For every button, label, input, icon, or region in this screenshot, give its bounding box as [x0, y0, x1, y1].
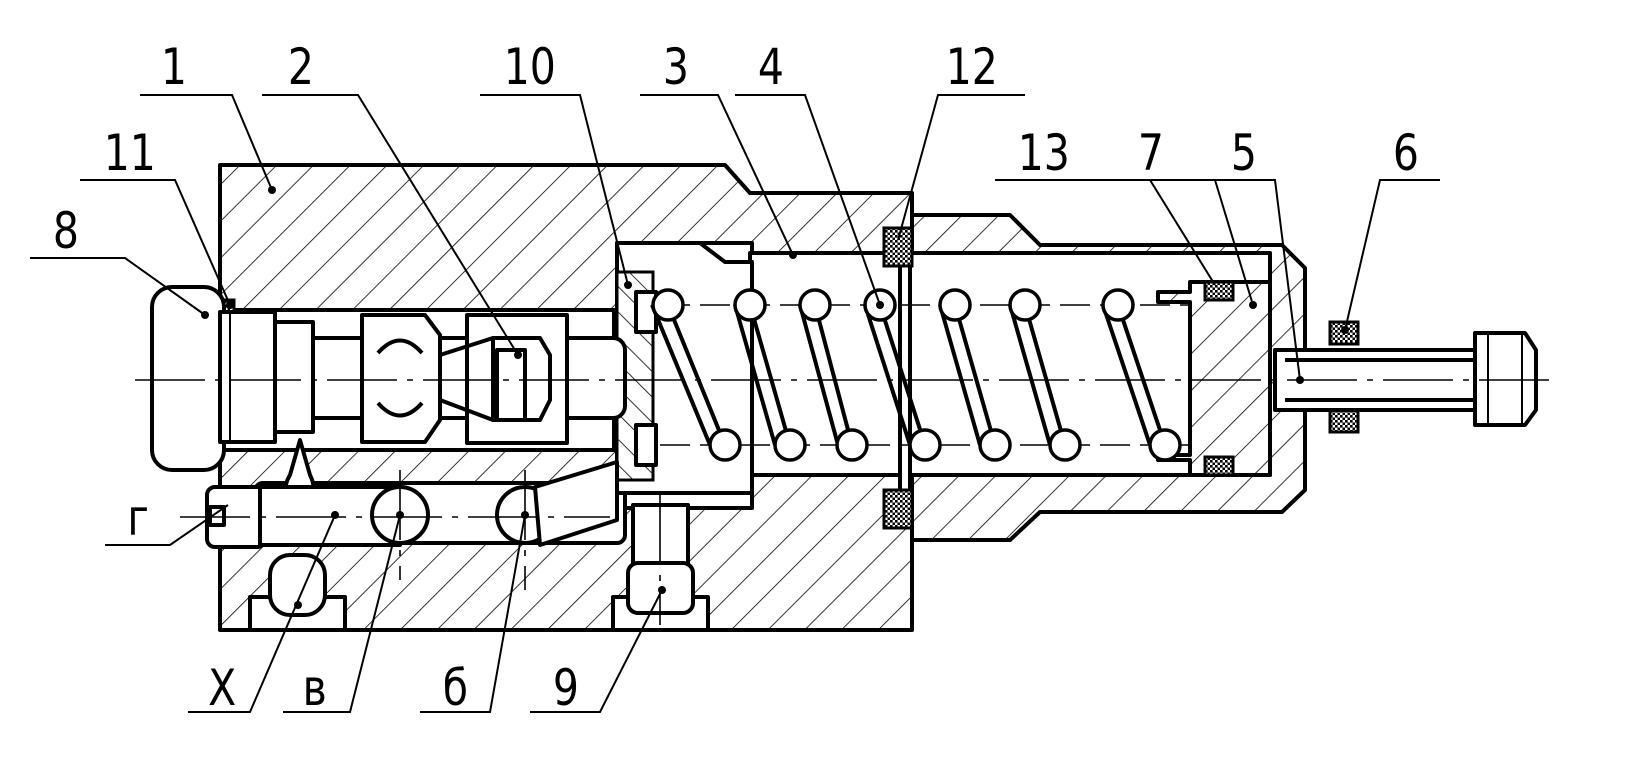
leader-dots	[201, 186, 1349, 609]
label-11: 11	[104, 124, 156, 182]
label-12: 12	[946, 38, 998, 96]
label-4: 4	[758, 38, 784, 96]
label-2: 2	[288, 38, 314, 96]
leader-lines	[30, 94, 1440, 713]
adjusting-screw	[1273, 331, 1538, 427]
label-1: 1	[161, 38, 187, 96]
label-8: 8	[53, 202, 79, 260]
label-5: 5	[1231, 124, 1257, 182]
label-3: 3	[663, 38, 689, 96]
label-10: 10	[504, 38, 556, 96]
label-g: г	[127, 489, 149, 547]
spool	[293, 313, 627, 445]
label-6: 6	[1393, 124, 1419, 182]
label-x: Х	[208, 659, 236, 717]
part-labels: 1 2 10 3 4 12 11 8 13 7 5 6 г Х в б 9	[53, 38, 1419, 717]
compression-spring	[650, 288, 1190, 462]
label-9: 9	[553, 659, 579, 717]
label-v: в	[303, 659, 327, 717]
label-b: б	[443, 659, 468, 717]
label-7: 7	[1138, 124, 1164, 182]
cap-nut	[150, 285, 315, 472]
label-13: 13	[1018, 124, 1070, 182]
